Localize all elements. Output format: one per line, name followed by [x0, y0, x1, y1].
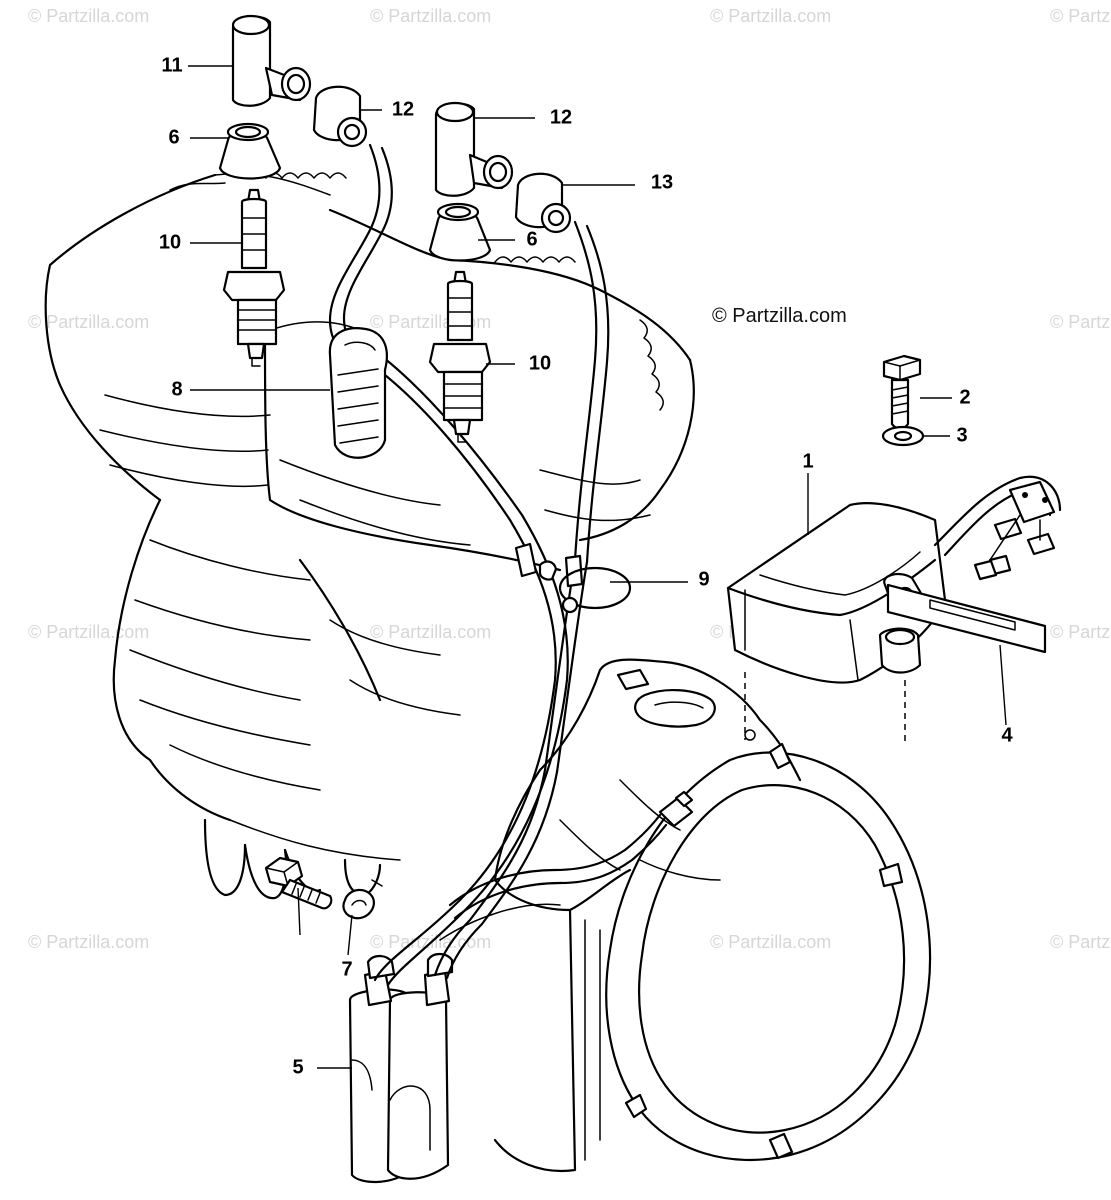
bolt-and-lockwasher	[264, 856, 375, 920]
callout-6: 6	[526, 228, 538, 251]
callout-1: 1	[802, 450, 814, 473]
callout-2: 2	[959, 386, 971, 409]
screw-and-washer	[881, 354, 925, 447]
watermark: © Partzilla.com	[1050, 312, 1111, 332]
ignition-coil	[348, 952, 454, 1184]
callout-3: 3	[956, 424, 968, 447]
cdi-module	[726, 475, 1062, 684]
callout-4: 4	[1001, 724, 1013, 747]
callout-10: 10	[528, 352, 552, 375]
leader-lines	[188, 65, 1007, 1069]
callout-12: 12	[391, 98, 415, 121]
watermark: © Partzilla.com	[710, 6, 832, 26]
watermark: © Partzilla.com	[370, 6, 492, 26]
watermark: © Partzilla.com	[28, 6, 150, 26]
callout-8: 8	[171, 378, 183, 401]
watermark: © Partzilla.com	[370, 622, 492, 642]
lead-clip	[328, 327, 388, 459]
flywheel-housing	[493, 658, 932, 1173]
callout-7: 7	[341, 958, 353, 981]
callout-11: 12	[549, 106, 573, 129]
callout-10: 10	[158, 231, 182, 254]
watermark: © Partzilla.com	[710, 932, 832, 952]
cable-tie	[538, 560, 632, 614]
watermark: © Partzilla.com	[28, 932, 150, 952]
watermark: © Partzilla.com	[28, 312, 150, 332]
watermark: © Partzilla.com	[1050, 932, 1111, 952]
spark-plug-right	[428, 101, 572, 443]
copyright-credit: © Partzilla.com	[712, 305, 847, 327]
engine-block	[44, 172, 695, 900]
callout-12: 13	[650, 171, 674, 194]
callout-6: 6	[168, 126, 180, 149]
callout-11: 11	[161, 54, 183, 77]
watermark: © Partzilla.com	[1050, 6, 1111, 26]
ht-leads	[328, 143, 694, 987]
watermark: © Partzilla.com	[1050, 622, 1111, 642]
callout-9: 9	[698, 568, 710, 591]
spark-plug-left	[218, 14, 368, 367]
callout-5: 5	[292, 1056, 304, 1079]
